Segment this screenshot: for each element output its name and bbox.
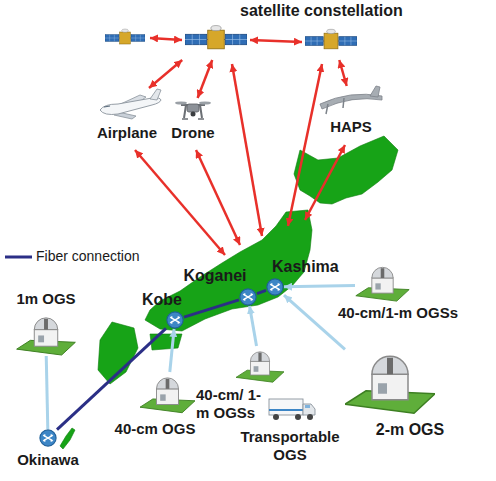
ogs-node: 2-m OGS [345,345,435,417]
router-icons [40,279,283,446]
drone-node: Drone [176,98,210,122]
router-node: Okinawa [39,429,57,447]
ogs-node: 1m OGS [15,312,77,356]
ogs-node: 40-cm/ 1-m OGSs [236,346,284,384]
satellite-group: satellite constellation [100,20,365,60]
haps-node: HAPS [318,86,384,116]
node-label: HAPS [330,118,372,136]
optical-link-arrows [135,38,345,255]
node-label: Kashima [272,257,339,276]
legend-line [5,256,32,259]
connector [46,356,48,429]
connector [184,300,239,317]
satellite-icons [105,26,357,49]
connector [257,290,266,293]
node-label: satellite constellation [240,1,403,20]
connector [339,60,346,86]
connector [284,285,355,286]
node-label: 40-cm/1-m OGSs [338,304,458,322]
airplane-icon [100,89,161,119]
connector [170,329,174,372]
node-label: 1m OGS [16,290,75,308]
node-label: Okinawa [17,451,79,469]
connector [198,60,213,98]
node-label: 40-cm/ 1-m OGSs [196,386,271,422]
haps-icon [320,86,382,114]
node-label: Kobe [142,290,182,309]
node-label: 2-m OGS [376,420,444,439]
truck-icon [269,399,315,420]
connector [250,306,257,346]
node-label: Koganei [183,266,246,285]
ogs-node: 40-cm OGS [140,372,195,414]
router-node: Koganei [239,288,257,306]
drone-icon [175,101,211,119]
airplane-node: Airplane [98,88,162,118]
legend-label: Fiber connection [36,248,140,264]
connector [57,328,166,429]
node-label: 40-cm OGS [115,420,196,438]
node-label: Transportable OGS [230,428,350,464]
router-node: Kashima [266,278,284,296]
connector [284,295,345,349]
transportable-ogs-node: Transportable OGS [268,397,316,421]
node-label: Airplane [97,124,157,142]
router-node: Kobe [166,311,184,329]
connector [149,60,182,88]
ogs-node: 40-cm/1-m OGSs [355,262,410,302]
node-label: Drone [171,124,214,142]
